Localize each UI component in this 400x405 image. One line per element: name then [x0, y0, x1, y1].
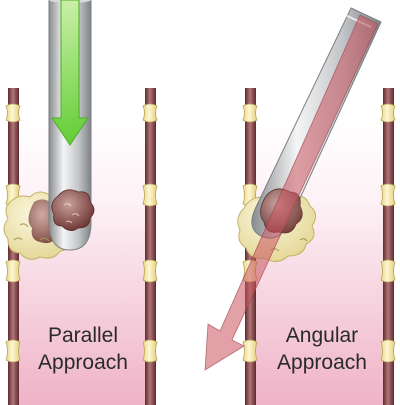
rod-right-outer	[380, 88, 396, 405]
down-arrow-icon	[51, 0, 89, 146]
panel-angular	[204, 7, 396, 405]
label-angular-line2: Approach	[277, 351, 367, 374]
label-parallel-line1: Parallel	[47, 324, 119, 347]
rod-left-inner	[142, 88, 158, 405]
panel-parallel	[3, 0, 158, 405]
label-angular-approach: Angular Approach	[262, 322, 382, 376]
label-parallel-approach: Parallel Approach	[18, 322, 148, 376]
clot-parallel	[51, 189, 95, 231]
label-parallel-line2: Approach	[38, 351, 128, 374]
diagonal-arrow-icon	[204, 14, 379, 371]
label-angular-line1: Angular	[285, 324, 359, 347]
